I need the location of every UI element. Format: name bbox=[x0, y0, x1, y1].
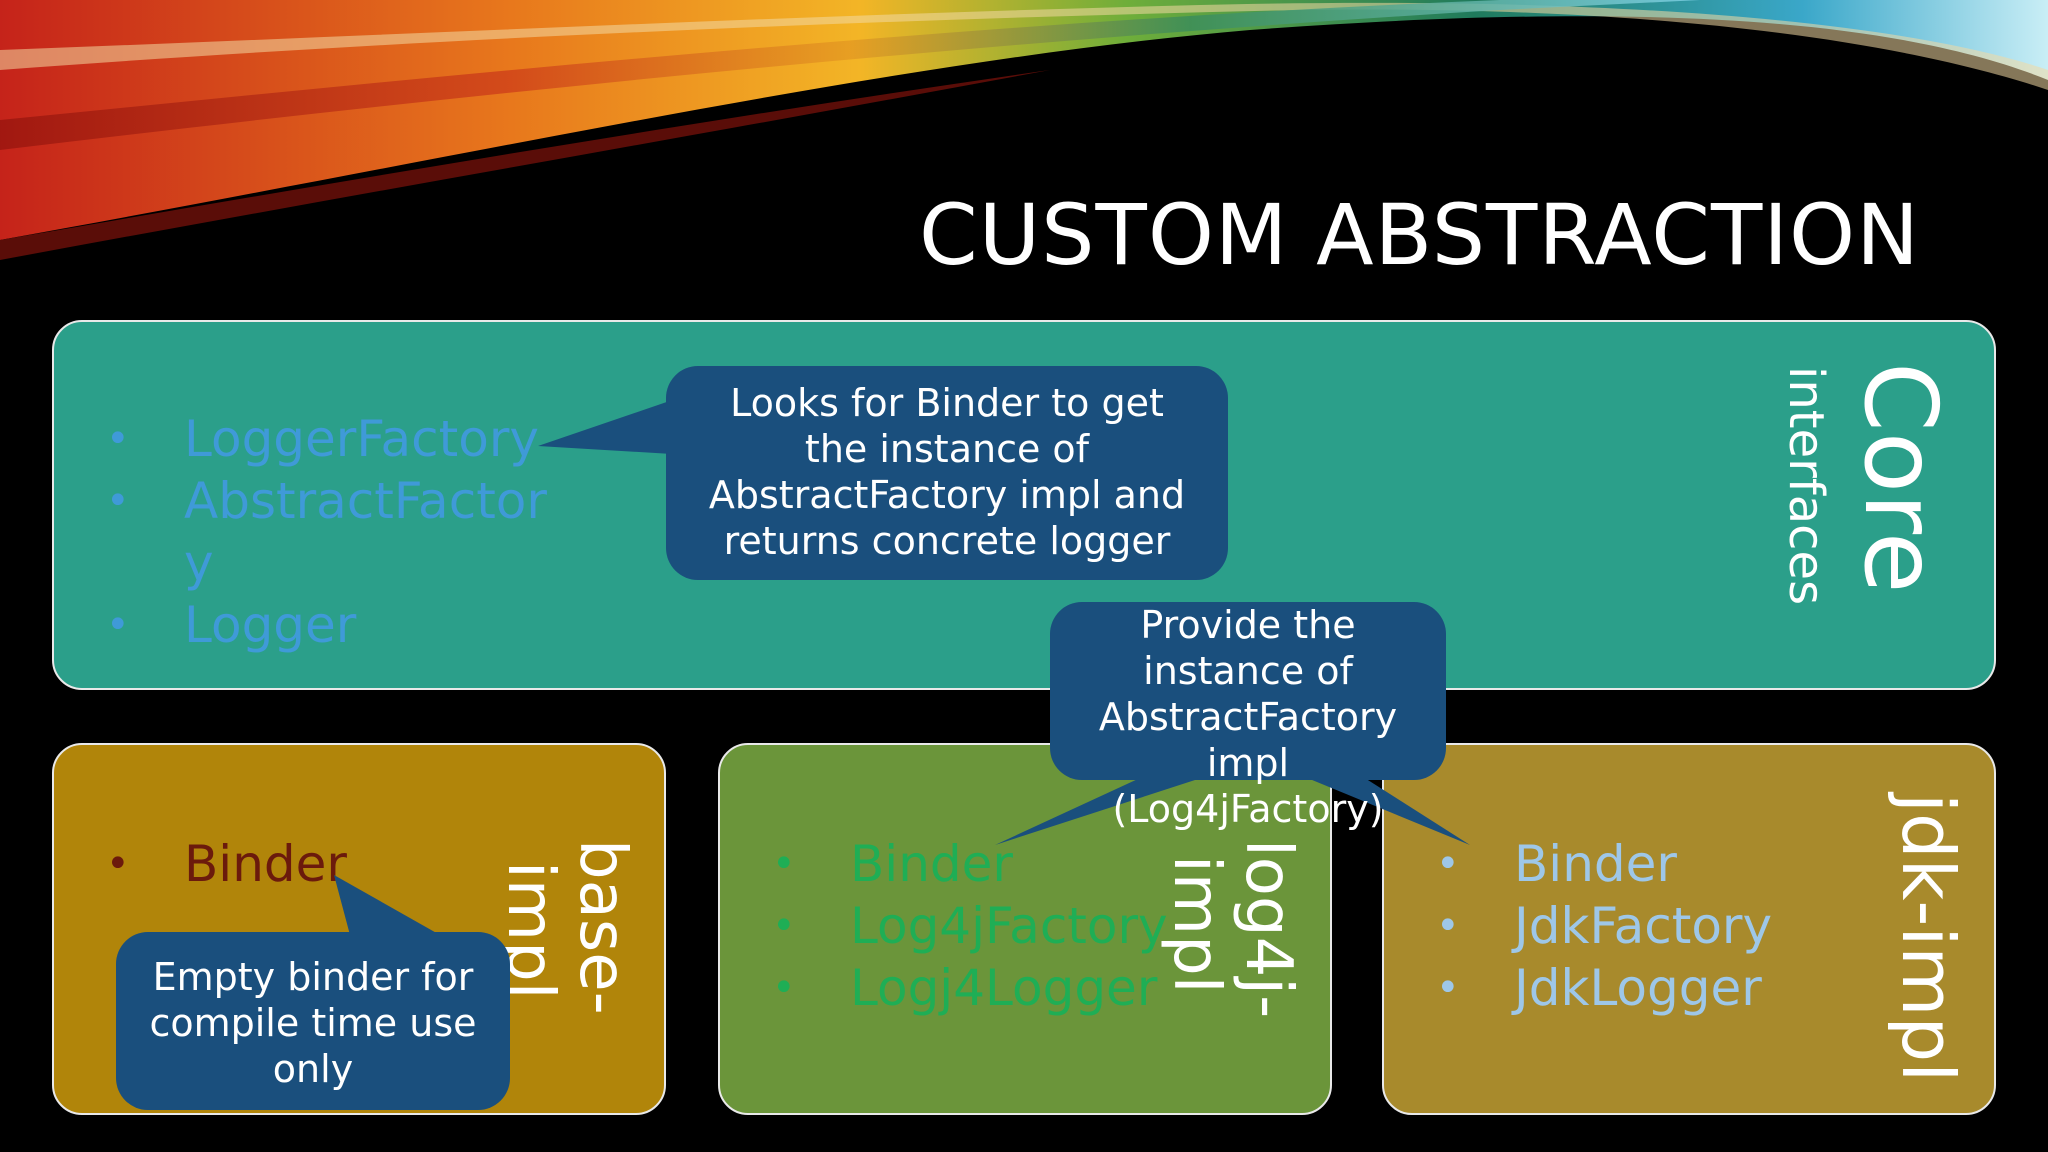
base-impl-item-list: Binder bbox=[106, 833, 406, 895]
jdk-impl-item: JdkLogger bbox=[1436, 957, 1856, 1019]
core-item: LoggerFactory bbox=[106, 408, 606, 470]
jdk-impl-item: Binder bbox=[1436, 833, 1856, 895]
core-callout-pointer bbox=[538, 394, 705, 456]
jdk-impl-item: JdkFactory bbox=[1436, 895, 1856, 957]
decorative-swoosh bbox=[0, 0, 2048, 260]
log4j-impl-box: Binder Log4jFactory Logj4Logger log4j- i… bbox=[718, 743, 1332, 1115]
empty-binder-callout-pointer bbox=[334, 875, 440, 935]
core-item: AbstractFactor y bbox=[106, 470, 554, 594]
core-item: Logger bbox=[106, 594, 606, 656]
log4j-impl-item-list: Binder Log4jFactory Logj4Logger bbox=[772, 833, 1192, 1019]
provide-callout-pointer-right bbox=[1300, 775, 1470, 845]
jdk-impl-item-list: Binder JdkFactory JdkLogger bbox=[1436, 833, 1856, 1019]
core-item-list: LoggerFactory AbstractFactor y Logger bbox=[106, 408, 606, 656]
empty-binder-callout: Empty binder for compile time use only bbox=[116, 932, 510, 1110]
log4j-impl-item: Logj4Logger bbox=[772, 957, 1192, 1019]
provide-callout-pointer-left bbox=[995, 778, 1195, 845]
jdk-impl-box: Binder JdkFactory JdkLogger jdk-impl bbox=[1382, 743, 1996, 1115]
provide-instance-callout: Provide the instance of AbstractFactory … bbox=[1050, 602, 1446, 831]
base-impl-item: Binder bbox=[106, 833, 406, 895]
log4j-impl-item: Log4jFactory bbox=[772, 895, 1192, 957]
core-binder-callout: Looks for Binder to get the instance of … bbox=[666, 366, 1228, 580]
slide-title: CUSTOM ABSTRACTION bbox=[919, 186, 1920, 284]
log4j-impl-item: Binder bbox=[772, 833, 1192, 895]
